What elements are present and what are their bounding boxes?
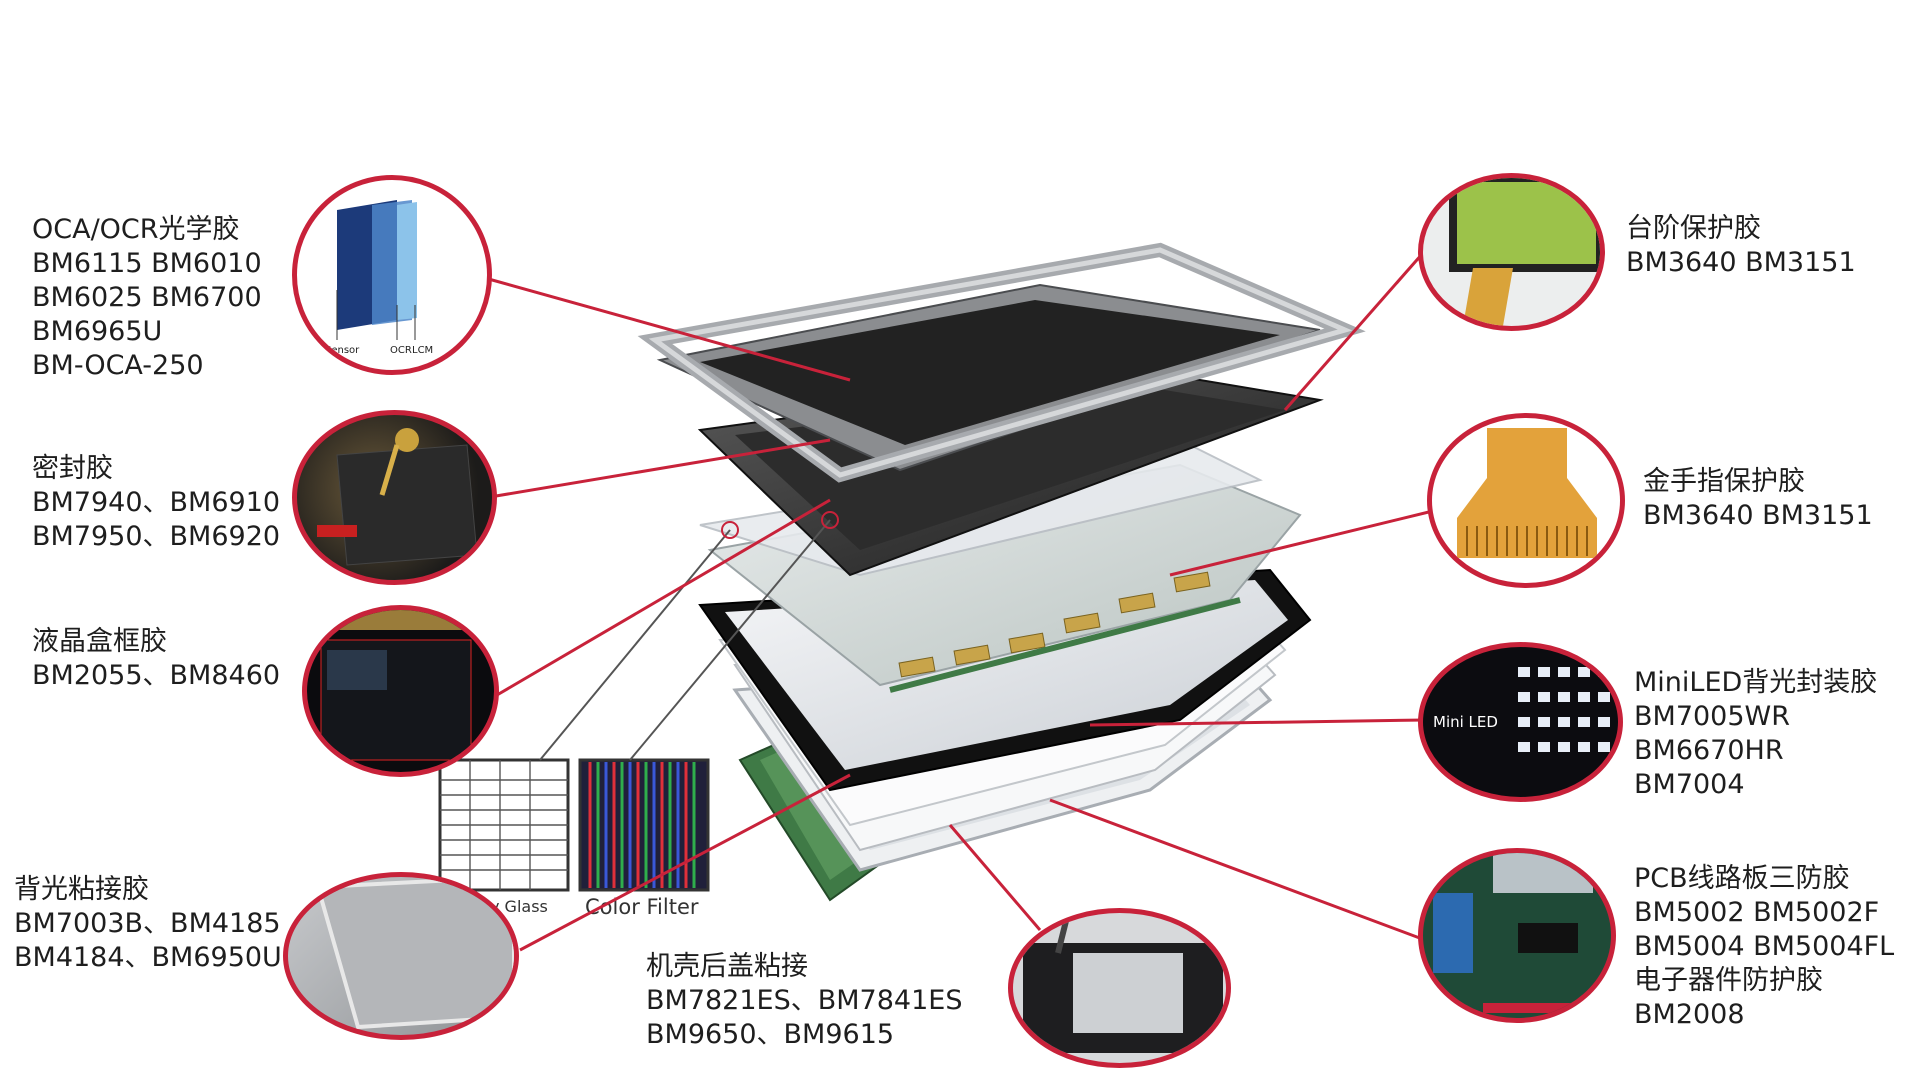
miniled-caption: Mini LED <box>1433 713 1498 731</box>
gold-finger-label: 金手指保护胶 BM3640 BM3151 <box>1643 465 1873 533</box>
gold-finger-inset-circle <box>1427 413 1625 588</box>
miniled-line-2: BM6670HR <box>1634 735 1784 766</box>
pcb-label: PCB线路板三防胶 BM5002 BM5002F BM5004 BM5004FL… <box>1634 862 1894 1032</box>
oca-line-2: BM6025 BM6700 <box>32 282 262 313</box>
oca-inset-circle: Sensor OCR LCM <box>292 175 492 375</box>
pcb-title: PCB线路板三防胶 <box>1634 863 1850 894</box>
lcd-frame-title: 液晶盒框胶 <box>32 626 167 657</box>
miniled-line-3: BM7004 <box>1634 769 1745 800</box>
pcb-line-2: BM5004 BM5004FL <box>1634 931 1895 962</box>
top-bezel-frame <box>637 242 1366 483</box>
pcb-line-3: 电子器件防护胶 <box>1634 965 1823 996</box>
housing-line-1: BM7821ES、BM7841ES <box>646 985 963 1016</box>
seal-inset-circle <box>292 410 497 585</box>
seal-title: 密封胶 <box>32 453 113 484</box>
seal-line-1: BM7940、BM6910 <box>32 487 281 518</box>
lcm-caption: LCM <box>412 345 433 356</box>
oca-line-4: BM-OCA-250 <box>32 350 204 381</box>
polarizer-layer <box>656 283 1321 472</box>
step-title: 台阶保护胶 <box>1626 213 1761 244</box>
housing-line-2: BM9650、BM9615 <box>646 1019 895 1050</box>
lcd-frame-inset-circle <box>302 605 499 777</box>
housing-label: 机壳后盖粘接 BM7821ES、BM7841ES BM9650、BM9615 <box>646 950 962 1052</box>
oca-line-3: BM6965U <box>32 316 163 347</box>
oca-label: OCA/OCR光学胶 BM6115 BM6010 BM6025 BM6700 B… <box>32 213 262 383</box>
sensor-caption: Sensor <box>325 345 360 356</box>
lcd-frame-line-1: BM2055、BM8460 <box>32 660 281 691</box>
backlight-bond-label: 背光粘接胶 BM7003B、BM4185 BM4184、BM6950U <box>14 873 282 975</box>
oca-title: OCA/OCR光学胶 <box>32 214 240 245</box>
backlight-bond-inset-circle <box>283 872 519 1040</box>
miniled-title: MiniLED背光封装胶 <box>1634 667 1878 698</box>
miniled-label: MiniLED背光封装胶 BM7005WR BM6670HR BM7004 <box>1634 666 1877 802</box>
housing-inset-circle <box>1008 908 1231 1068</box>
step-label: 台阶保护胶 BM3640 BM3151 <box>1626 212 1856 280</box>
oca-line-1: BM6115 BM6010 <box>32 248 262 279</box>
gold-finger-title: 金手指保护胶 <box>1643 466 1805 497</box>
glass-filter-insets: y Glass Color Filter <box>438 511 839 919</box>
backlight-bond-title: 背光粘接胶 <box>14 874 149 905</box>
pcb-line-4: BM2008 <box>1634 999 1745 1030</box>
ocr-caption: OCR <box>390 345 412 356</box>
miniled-inset-circle: Mini LED <box>1418 642 1623 802</box>
backlight-bond-line-2: BM4184、BM6950U <box>14 942 282 973</box>
lcd-frame-label: 液晶盒框胶 BM2055、BM8460 <box>32 625 280 693</box>
step-inset-circle <box>1418 173 1605 331</box>
led-board-layer <box>707 463 1302 693</box>
connector-lines <box>484 244 1438 952</box>
miniled-line-1: BM7005WR <box>1634 701 1790 732</box>
seal-line-2: BM7950、BM6920 <box>32 521 281 552</box>
seal-label: 密封胶 BM7940、BM6910 BM7950、BM6920 <box>32 452 280 554</box>
pcb-line-1: BM5002 BM5002F <box>1634 897 1880 928</box>
gold-finger-line-1: BM3640 BM3151 <box>1643 500 1873 531</box>
pcb-inset-circle <box>1418 848 1616 1023</box>
housing-title: 机壳后盖粘接 <box>646 951 808 982</box>
backlight-bond-line-1: BM7003B、BM4185 <box>14 908 281 939</box>
glass-caption: y Glass <box>490 897 548 916</box>
step-line-1: BM3640 BM3151 <box>1626 247 1856 278</box>
